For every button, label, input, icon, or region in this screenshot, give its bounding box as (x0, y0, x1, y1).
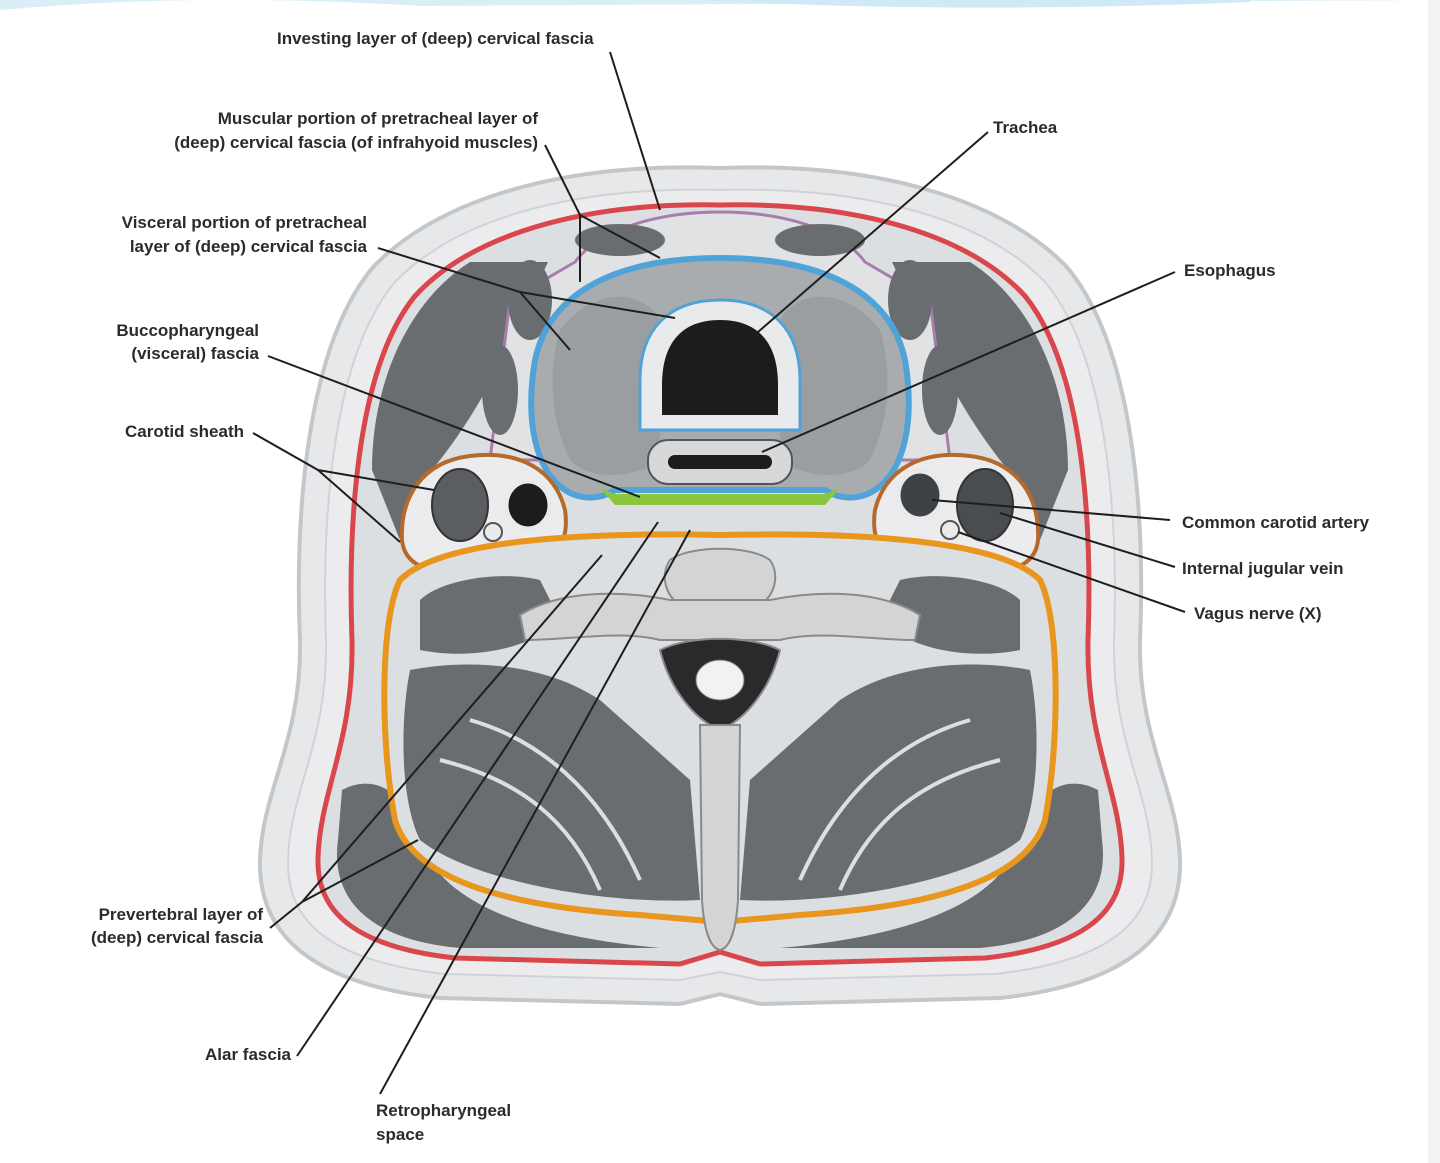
label-vagus-nerve: Vagus nerve (X) (1194, 604, 1322, 623)
label-esophagus: Esophagus (1184, 261, 1276, 280)
label-muscular-portion-line1: Muscular portion of pretracheal layer of (218, 109, 539, 128)
esophagus-lumen (668, 455, 772, 469)
left-infrahyoid-muscle (575, 224, 665, 256)
left-internal-jugular-vein (432, 469, 488, 541)
trachea-lumen (662, 320, 778, 415)
label-common-carotid-artery: Common carotid artery (1182, 513, 1370, 532)
label-prevertebral-line2: (deep) cervical fascia (91, 928, 264, 947)
label-retropharyngeal-line2: space (376, 1125, 424, 1144)
label-buccopharyngeal-line2: (visceral) fascia (131, 344, 259, 363)
label-trachea: Trachea (993, 118, 1058, 137)
right-omohyoid-muscle (922, 345, 958, 435)
label-buccopharyngeal-line1: Buccopharyngeal (116, 321, 259, 340)
spinal-cord (696, 660, 744, 700)
label-prevertebral-line1: Prevertebral layer of (99, 905, 264, 924)
header-wave-decoration-right (700, 0, 1250, 8)
left-omohyoid-muscle (482, 345, 518, 435)
label-alar-fascia: Alar fascia (205, 1045, 292, 1064)
cervical-vertebra-transverse-processes (520, 594, 920, 640)
cervical-vertebra-body (665, 549, 775, 605)
left-common-carotid-artery (506, 481, 550, 529)
label-internal-jugular-vein: Internal jugular vein (1182, 559, 1344, 578)
label-investing-layer: Investing layer of (deep) cervical fasci… (277, 29, 594, 48)
label-carotid-sheath: Carotid sheath (125, 422, 244, 441)
label-muscular-portion-line2: (deep) cervical fascia (of infrahyoid mu… (174, 133, 538, 152)
left-vagus-nerve (484, 523, 502, 541)
right-vagus-nerve (941, 521, 959, 539)
spinous-process (700, 725, 740, 950)
label-visceral-portion-line2: layer of (deep) cervical fascia (130, 237, 368, 256)
label-visceral-portion-line1: Visceral portion of pretracheal (122, 213, 367, 232)
right-common-carotid-artery (898, 471, 942, 519)
label-retropharyngeal-line1: Retropharyngeal (376, 1101, 511, 1120)
right-edge-border (1428, 0, 1440, 1163)
